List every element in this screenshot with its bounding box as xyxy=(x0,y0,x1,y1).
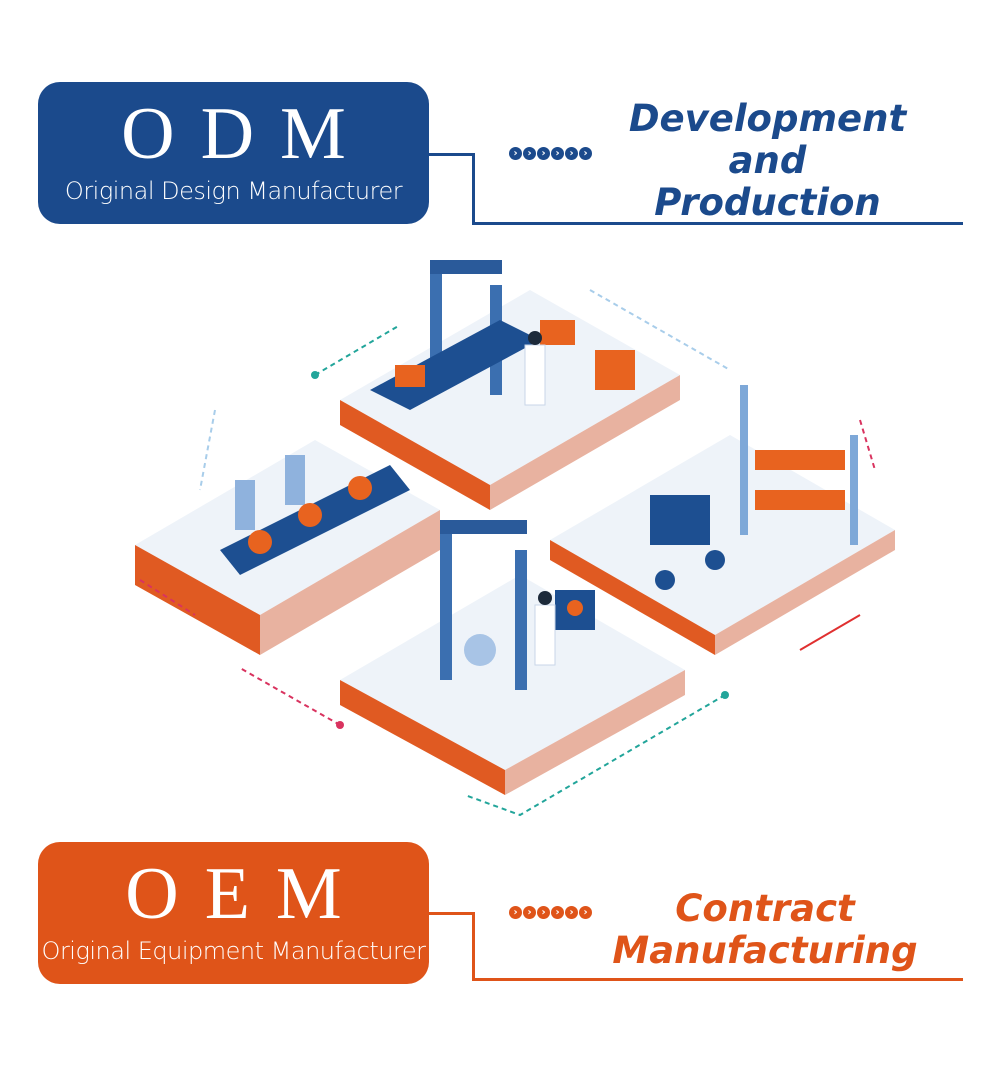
oem-badge: OEM Original Equipment Manufacturer xyxy=(38,842,429,984)
arrow-teal-bottom xyxy=(464,694,726,817)
odm-tagline: Development and Production xyxy=(610,98,925,224)
arrow-teal-top xyxy=(314,324,401,376)
oem-connector-line xyxy=(429,912,474,981)
puzzle-platform-bottom xyxy=(340,575,685,795)
chevron-icon: › xyxy=(509,147,522,160)
workers xyxy=(524,331,556,666)
tagline-line: and xyxy=(728,139,807,182)
oem-chevrons-icon: ›››››› xyxy=(509,906,592,919)
chevron-icon: › xyxy=(551,147,564,160)
oem-full-name: Original Equipment Manufacturer xyxy=(41,937,426,965)
oem-abbreviation: OEM xyxy=(125,853,368,935)
factory-isometric-illustration xyxy=(135,260,895,817)
oem-tagline: Contract Manufacturing xyxy=(600,888,930,972)
chevron-icon: › xyxy=(565,147,578,160)
chevron-icon: › xyxy=(565,906,578,919)
odm-connector-line-2 xyxy=(472,153,963,225)
tagline-line: Manufacturing xyxy=(612,929,918,972)
chevron-icon: › xyxy=(579,147,592,160)
warehouse-shelf-forklift xyxy=(650,385,858,590)
odm-full-name: Original Design Manufacturer xyxy=(64,177,403,205)
arrow-pink-left xyxy=(239,667,341,726)
tagline-line: Contract xyxy=(675,887,855,930)
chevron-icon: › xyxy=(523,906,536,919)
tagline-line: Production xyxy=(654,181,881,224)
tagline-line: Development xyxy=(628,97,907,140)
chevron-icon: › xyxy=(509,906,522,919)
odm-abbreviation: ODM xyxy=(121,93,372,175)
robot-arms xyxy=(220,455,410,575)
conveyor-machine xyxy=(370,260,635,410)
puzzle-platform-right xyxy=(550,435,895,655)
odm-badge: ODM Original Design Manufacturer xyxy=(38,82,429,224)
chevron-icon: › xyxy=(579,906,592,919)
chevron-icon: › xyxy=(523,147,536,160)
chevron-icon: › xyxy=(537,147,550,160)
chevron-icon: › xyxy=(551,906,564,919)
puzzle-platform-top xyxy=(340,290,680,510)
arrow-red-left xyxy=(139,579,196,616)
oem-connector-line-2 xyxy=(472,912,963,981)
odm-chevrons-icon: ›››››› xyxy=(509,147,592,160)
chevron-icon: › xyxy=(537,906,550,919)
arrow-pink-right xyxy=(859,419,876,471)
3d-printer xyxy=(440,520,595,690)
odm-connector-line xyxy=(429,153,474,225)
arrow-blue-left xyxy=(199,409,216,491)
